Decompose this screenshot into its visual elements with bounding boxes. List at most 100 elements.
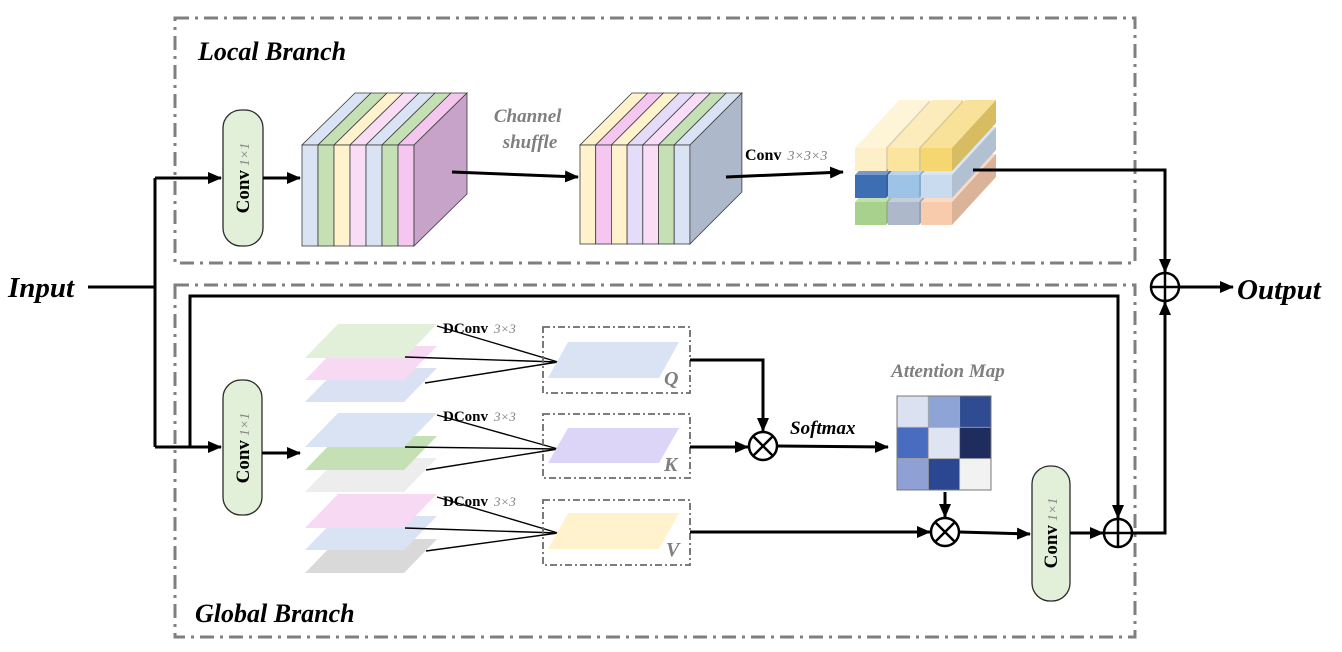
- local-branch-frame: [173, 16, 1137, 265]
- attention-cell: [959, 458, 992, 491]
- attention-cell: [959, 395, 992, 428]
- channel-slab: [626, 144, 644, 245]
- value-box: V: [542, 499, 691, 566]
- softmax-label: Softmax: [790, 418, 856, 439]
- attention-map-title: Attention Map: [890, 361, 1005, 382]
- arrow-query-to-multiply: [690, 358, 769, 432]
- global-output-line: [1132, 301, 1171, 535]
- residual-line: [188, 294, 1124, 519]
- multiply-x-2: [934, 521, 956, 543]
- channel-block-side: [689, 92, 743, 245]
- attention-cell: [896, 395, 929, 428]
- feature-cube: [855, 148, 886, 171]
- av-multiply-op: [929, 516, 961, 548]
- conv-label: Conv 1×1: [233, 413, 254, 484]
- attention-cell: [927, 426, 961, 460]
- dconv-line: [404, 527, 559, 534]
- channel-slab: [642, 144, 659, 245]
- key-box: K: [542, 413, 691, 479]
- query-feature: [548, 342, 679, 378]
- dconv-label-q: DConv 3×3: [443, 321, 516, 337]
- global-conv-in-1x1: Conv 1×1: [222, 379, 263, 516]
- dconv-kernel: 3×3: [493, 494, 516, 509]
- attention-cell: [927, 395, 961, 428]
- channel-shuffle-label: Channel shuffle: [494, 106, 566, 153]
- dconv-name: DConv: [443, 409, 489, 425]
- channel-slab: [673, 144, 691, 245]
- feature-cube: [888, 175, 919, 198]
- feature-cube-top: [921, 100, 996, 148]
- channel-slab: [349, 144, 367, 247]
- feature-cube-cluster: [855, 100, 996, 225]
- dconv-line: [425, 532, 559, 552]
- attention-map-border: [896, 395, 992, 491]
- input-label: Input: [7, 272, 75, 304]
- dconv-kernel: 3×3: [493, 321, 516, 336]
- arrow-to-conv-out: [958, 527, 1031, 540]
- channel-shuffle-line-1: Channel: [494, 106, 562, 127]
- global-branch-frame: [173, 283, 1137, 639]
- dconv-name: DConv: [443, 494, 489, 510]
- conv-label: Conv 1×1: [233, 143, 254, 214]
- conv-label: Conv 1×1: [1041, 498, 1062, 569]
- conv-kernel: 1×1: [238, 143, 253, 166]
- conv-kernel: 1×1: [238, 413, 253, 436]
- channel-slab: [381, 144, 399, 247]
- output-label: Output: [1237, 274, 1322, 306]
- local-conv-1x1: Conv 1×1: [222, 109, 264, 247]
- dconv-name: DConv: [443, 321, 489, 337]
- feature-map-layer: [305, 494, 437, 528]
- dconv-line: [436, 496, 559, 534]
- conv-name: Conv: [233, 440, 254, 484]
- final-add-op: [1149, 271, 1181, 303]
- key-dashed-frame: [542, 413, 691, 479]
- attention-cell: [896, 458, 929, 491]
- conv-name: Conv: [233, 170, 254, 214]
- global-branch-title: Global Branch: [195, 599, 355, 628]
- query-box: Q: [542, 326, 691, 394]
- feature-cube-side: [952, 154, 996, 225]
- dconv-line: [424, 361, 559, 384]
- value-dashed-frame: [542, 499, 691, 566]
- feature-cube-top: [855, 100, 930, 148]
- arrow-to-attention-map: [776, 440, 889, 453]
- dconv-kernel: 3×3: [493, 409, 516, 424]
- channel-slab: [658, 144, 675, 245]
- feature-cube-side: [952, 127, 996, 198]
- channel-shuffle-line-2: shuffle: [502, 132, 558, 153]
- dconv-line: [436, 325, 559, 363]
- feature-cube: [855, 175, 886, 198]
- dconv-line: [404, 446, 559, 450]
- feature-cube: [921, 175, 952, 198]
- attention-map-grid: [896, 395, 992, 491]
- feature-cube-side: [952, 100, 996, 171]
- attention-cell: [927, 458, 961, 491]
- arrow-conv3d: [725, 166, 844, 179]
- value-feature: [548, 513, 679, 549]
- global-add-op: [1102, 517, 1134, 549]
- conv3d-kernel: 3×3×3: [786, 149, 827, 164]
- feature-cube: [888, 148, 919, 171]
- conv-name: Conv: [1041, 525, 1062, 569]
- feature-map-layer: [305, 413, 437, 447]
- query-label: Q: [664, 368, 678, 390]
- feature-block-before-shuffle: [301, 92, 468, 247]
- channel-slab: [579, 144, 597, 245]
- channel-slab: [301, 144, 319, 247]
- channel-slab: [611, 144, 628, 245]
- qk-multiply-op: [747, 430, 779, 462]
- dconv-line: [425, 448, 559, 471]
- conv-kernel: 1×1: [1046, 498, 1061, 521]
- attention-cell: [896, 426, 929, 460]
- key-feature: [548, 428, 679, 463]
- channel-slab: [317, 144, 335, 247]
- dconv-line: [404, 356, 559, 363]
- channel-slab: [365, 144, 383, 247]
- dconv-line: [436, 414, 559, 450]
- channel-slab: [595, 144, 612, 245]
- channel-slab: [333, 144, 351, 247]
- key-label: K: [663, 454, 679, 476]
- feature-cube: [921, 202, 952, 225]
